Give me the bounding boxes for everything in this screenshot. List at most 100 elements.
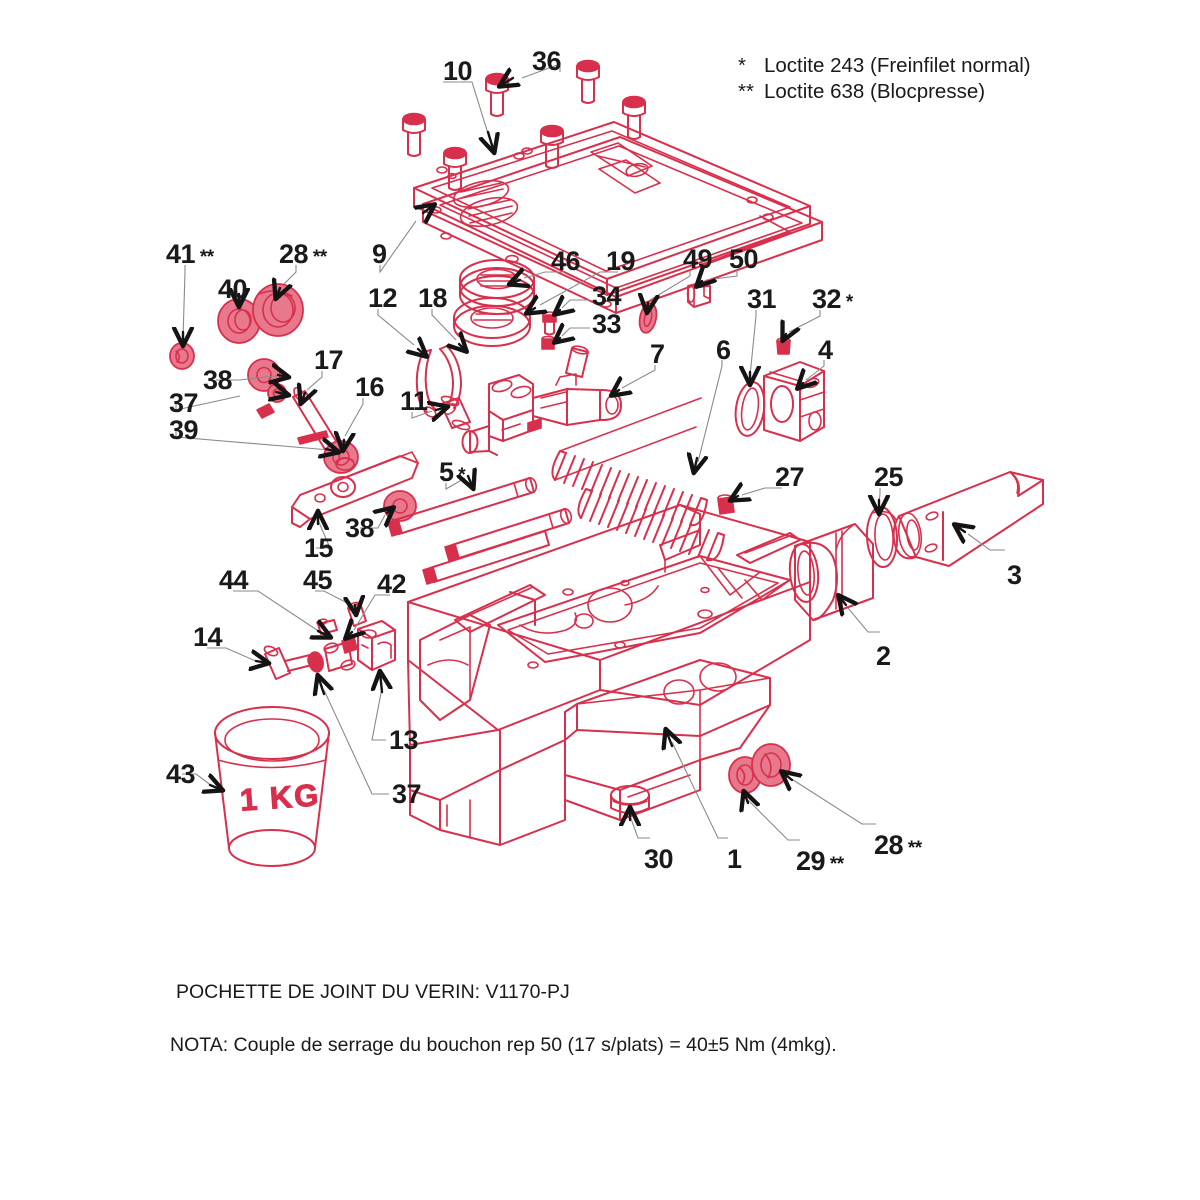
- part-bracket-13: [357, 620, 396, 671]
- callout-number: 14: [193, 622, 223, 652]
- callout-suffix: **: [308, 247, 327, 268]
- callout-39: 39: [169, 415, 199, 445]
- callout-suffix: *: [841, 292, 853, 313]
- callout-34: 34: [592, 281, 622, 311]
- part-pin-33b: [565, 345, 589, 378]
- callout-16: 16: [355, 372, 385, 402]
- callout-45: 45: [303, 565, 333, 595]
- callout-17: 17: [314, 345, 344, 375]
- part-spring-lower-6: [577, 488, 725, 562]
- callout-14: 14: [193, 622, 223, 652]
- callout-6: 6: [716, 337, 731, 364]
- part-seal-19: [453, 297, 531, 347]
- callout-25: 25: [874, 462, 904, 492]
- callout-40: 40: [218, 276, 248, 303]
- callout-31: 31: [747, 284, 777, 314]
- callout-number: 33: [592, 309, 622, 339]
- callout-29-dstar: 29 **: [796, 848, 844, 878]
- torque-note: NOTA: Couple de serrage du bouchon rep 5…: [170, 1034, 837, 1056]
- legend-text-2: Loctite 638 (Blocpresse): [764, 80, 986, 103]
- callout-12: 12: [368, 283, 398, 313]
- callout-30: 30: [644, 844, 674, 874]
- seal-kit-note: POCHETTE DE JOINT DU VERIN: V1170-PJ: [176, 981, 570, 1003]
- callout-19: 19: [606, 246, 636, 276]
- callout-36: 36: [532, 48, 562, 75]
- callout-number: 28: [874, 830, 904, 860]
- callout-number: 38: [345, 513, 375, 543]
- part-28-bottom: [751, 743, 791, 787]
- callout-number: 13: [389, 725, 419, 755]
- callout-number: 10: [443, 56, 473, 86]
- callout-number: 15: [304, 533, 334, 563]
- callout-27: 27: [775, 462, 805, 492]
- callout-5-star: 5 *: [439, 457, 466, 489]
- part-piston-2: [788, 523, 874, 621]
- callout-28-dstar: 28 **: [279, 241, 327, 271]
- callout-44: 44: [219, 567, 249, 594]
- callout-number: 37: [169, 388, 199, 418]
- callout-number: 19: [606, 246, 636, 276]
- callout-number: 27: [775, 462, 805, 492]
- part-screw-5b: [444, 507, 573, 562]
- callout-number: 7: [650, 339, 665, 369]
- part-main-body-1: [407, 504, 811, 846]
- part-27: [717, 494, 735, 515]
- callout-number: 16: [355, 372, 385, 402]
- part-38-lower: [383, 490, 417, 522]
- callout-number: 34: [592, 281, 622, 311]
- callout-suffix: **: [903, 838, 922, 859]
- callout-number: 28: [279, 239, 309, 269]
- callout-number: 43: [166, 759, 196, 789]
- callout-number: 30: [644, 844, 674, 874]
- part-39-pin: [256, 403, 275, 419]
- callout-number: 31: [747, 284, 777, 314]
- part-rod-3: [892, 471, 1044, 567]
- legend-line-1: *Loctite 243 (Freinfilet normal): [738, 52, 1031, 79]
- callout-number: 17: [314, 345, 344, 375]
- callout-number: 11: [400, 386, 428, 416]
- legend-marker-1: *: [738, 54, 746, 77]
- callout-38: 38: [203, 365, 233, 395]
- callout-7: 7: [650, 341, 665, 368]
- part-screw-5c: [422, 530, 550, 585]
- callout-number: 3: [1007, 560, 1022, 590]
- callout-suffix: *: [453, 465, 466, 486]
- callout-number: 2: [876, 641, 891, 671]
- callout-43: 43: [166, 759, 196, 789]
- callout-number: 50: [729, 244, 759, 274]
- callout-3: 3: [1007, 562, 1022, 589]
- callout-37: 37: [169, 388, 199, 418]
- callout-number: 41: [166, 239, 196, 269]
- callout-50: 50: [729, 244, 759, 274]
- part-pin-11: [440, 395, 471, 431]
- callout-2: 2: [876, 643, 891, 670]
- callout-number: 4: [818, 335, 833, 365]
- part-33: [541, 335, 555, 350]
- callout-number: 45: [303, 565, 333, 595]
- callout-37: 37: [392, 781, 422, 808]
- part-bush-16: [323, 440, 359, 474]
- callout-number: 5: [439, 457, 454, 487]
- leader-lines: [176, 63, 1005, 841]
- callout-number: 9: [372, 239, 387, 269]
- callout-number: 38: [203, 365, 233, 395]
- callout-number: 1: [727, 844, 742, 874]
- callout-49: 49: [683, 244, 713, 274]
- callout-number: 32: [812, 284, 842, 314]
- legend-line-2: **Loctite 638 (Blocpresse): [738, 78, 985, 105]
- callout-15: 15: [304, 533, 334, 563]
- callout-number: 25: [874, 462, 904, 492]
- part-valve-assembly: [461, 373, 622, 456]
- drum-weight-label: 1 KG: [238, 777, 322, 819]
- callout-number: 12: [368, 283, 398, 313]
- callout-number: 49: [683, 244, 713, 274]
- callout-1: 1: [727, 846, 742, 873]
- callout-46: 46: [551, 246, 581, 276]
- callout-number: 46: [551, 246, 581, 276]
- callout-number: 39: [169, 415, 199, 445]
- callout-32-star: 32 *: [812, 286, 853, 316]
- part-39-pin-b: [297, 430, 329, 445]
- callout-10: 10: [443, 56, 473, 86]
